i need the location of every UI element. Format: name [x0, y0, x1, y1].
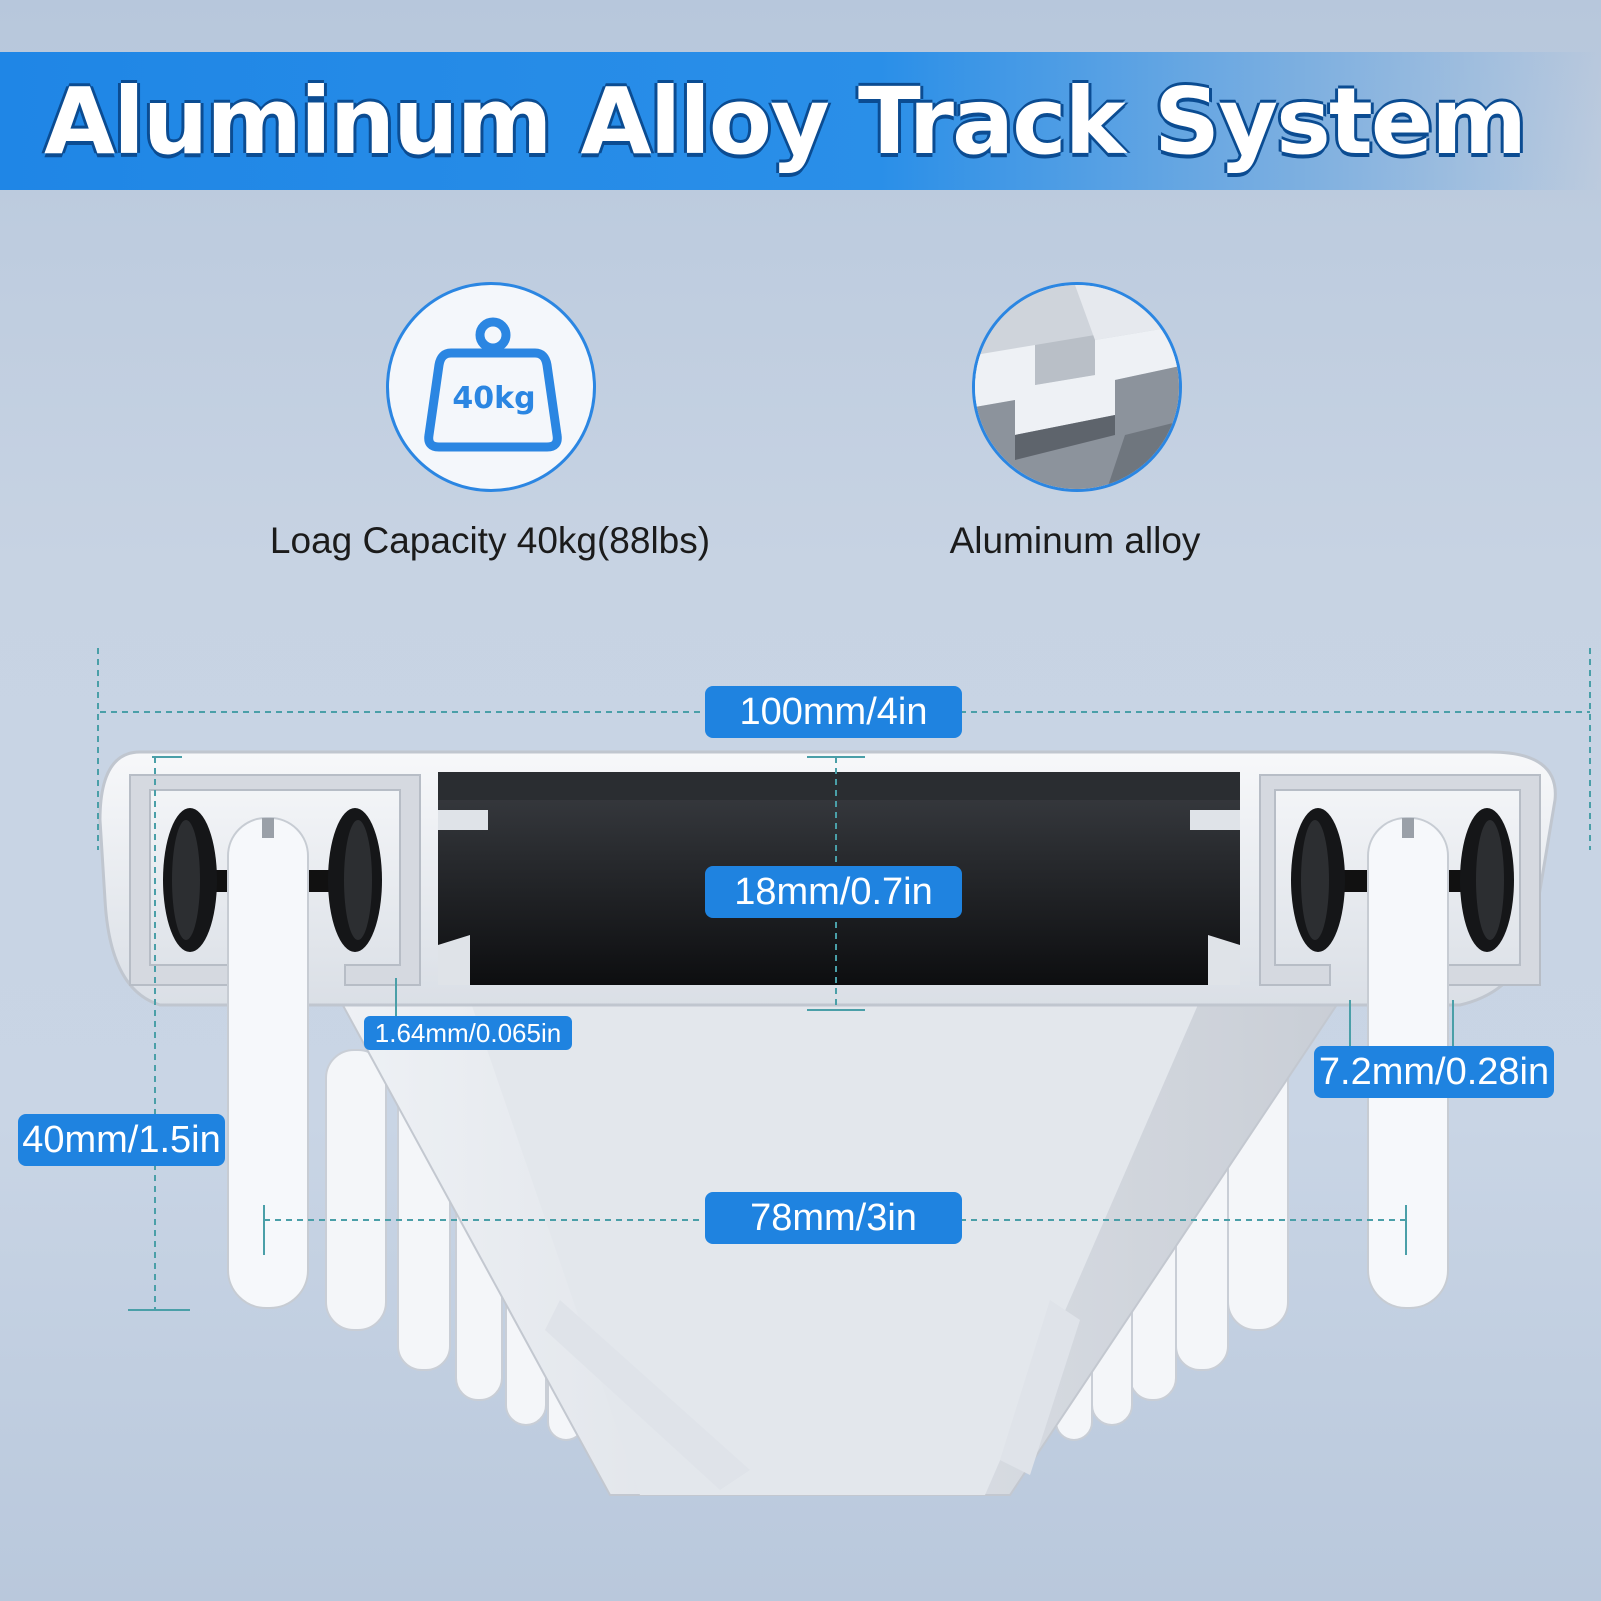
page-title: Aluminum Alloy Track System [44, 68, 1527, 175]
title-banner [0, 52, 1601, 190]
dimension-lip: 7.2mm/0.28in [1314, 1046, 1554, 1098]
weight-icon-text: 40kg [452, 381, 536, 416]
feature-aluminum-circle [972, 282, 1182, 492]
dimension-width: 100mm/4in [705, 686, 962, 738]
dimension-inner-height: 18mm/0.7in [705, 866, 962, 918]
dimension-bottom-width: 78mm/3in [705, 1192, 962, 1244]
feature-weight-circle: 40kg [386, 282, 596, 492]
dimension-height: 40mm/1.5in [18, 1114, 225, 1166]
dimension-wall-thickness: 1.64mm/0.065in [364, 1016, 572, 1050]
weight-icon [424, 317, 562, 452]
feature-weight-label: Loag Capacity 40kg(88lbs) [269, 520, 711, 561]
left-roller-assembly [163, 808, 382, 1309]
feature-aluminum-label: Aluminum alloy [949, 520, 1201, 561]
aluminum-profile-icon [975, 285, 1179, 489]
